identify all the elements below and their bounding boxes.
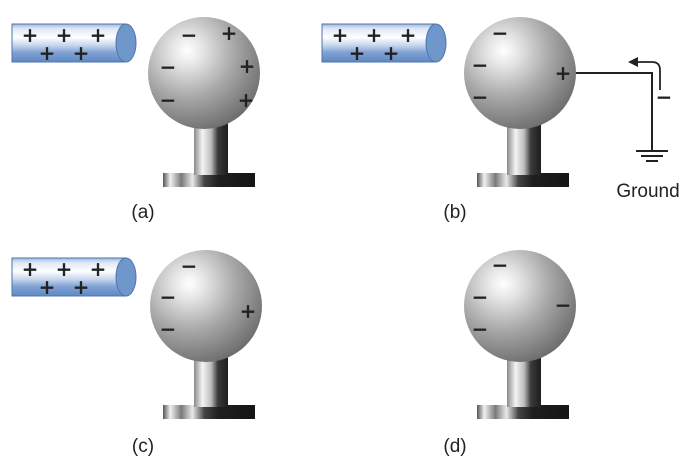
- charged-rod: + + + + +: [11, 257, 137, 299]
- sphere-charge: −: [181, 23, 198, 47]
- sphere-charge: −: [492, 21, 509, 45]
- panel-label: (a): [131, 202, 154, 223]
- electroscope: − − − −: [464, 250, 576, 419]
- wire-charge: −: [656, 85, 673, 109]
- panel-c: + + + + + − − − + (c): [11, 250, 262, 457]
- sphere-charge: −: [492, 253, 509, 277]
- ground-label: Ground: [616, 181, 679, 202]
- rod-charge: +: [22, 257, 39, 281]
- rod-charge: +: [349, 41, 366, 65]
- sphere-charge: −: [555, 293, 572, 317]
- sphere-charge: +: [239, 54, 256, 78]
- sphere-charge: +: [238, 88, 255, 112]
- sphere-charge: −: [181, 254, 198, 278]
- panel-b: + + + + + − − − + − Ground (b): [321, 17, 680, 223]
- sphere-charge: −: [160, 317, 177, 341]
- rod-charge: +: [39, 41, 56, 65]
- rod-charge: +: [90, 23, 107, 47]
- electron-flow-arrow: [628, 57, 661, 90]
- rod-charge: +: [56, 23, 73, 47]
- sphere-charge: −: [160, 55, 177, 79]
- panel-label: (b): [443, 202, 466, 223]
- electroscope: − − − +: [464, 17, 576, 187]
- sphere-charge: −: [472, 53, 489, 77]
- panel-label: (d): [443, 436, 466, 457]
- panel-label: (c): [132, 436, 154, 457]
- rod-charge: +: [383, 41, 400, 65]
- rod-charge: +: [73, 41, 90, 65]
- rod-charge: +: [39, 275, 56, 299]
- charged-rod: + + + + +: [11, 23, 137, 65]
- rod-charge: +: [400, 23, 417, 47]
- electroscope: − + − + − +: [148, 17, 260, 187]
- rod-charge: +: [332, 23, 349, 47]
- panel-d: − − − − (d): [443, 250, 576, 457]
- electroscope: − − − +: [150, 250, 262, 419]
- sphere-charge: −: [160, 285, 177, 309]
- ground-wire: [576, 72, 668, 162]
- rod-charge: +: [73, 275, 90, 299]
- sphere-charge: −: [160, 88, 177, 112]
- rod-charge: +: [90, 257, 107, 281]
- rod-charge: +: [56, 257, 73, 281]
- panel-a: + + + + + − + − + − + (a): [11, 17, 260, 223]
- sphere-charge: −: [472, 285, 489, 309]
- sphere-charge: −: [472, 317, 489, 341]
- sphere-charge: +: [555, 61, 572, 85]
- sphere-charge: +: [240, 299, 257, 323]
- rod-charge: +: [366, 23, 383, 47]
- sphere-charge: +: [221, 21, 238, 45]
- charged-rod: + + + + +: [321, 23, 447, 65]
- sphere-charge: −: [472, 85, 489, 109]
- rod-charge: +: [22, 23, 39, 47]
